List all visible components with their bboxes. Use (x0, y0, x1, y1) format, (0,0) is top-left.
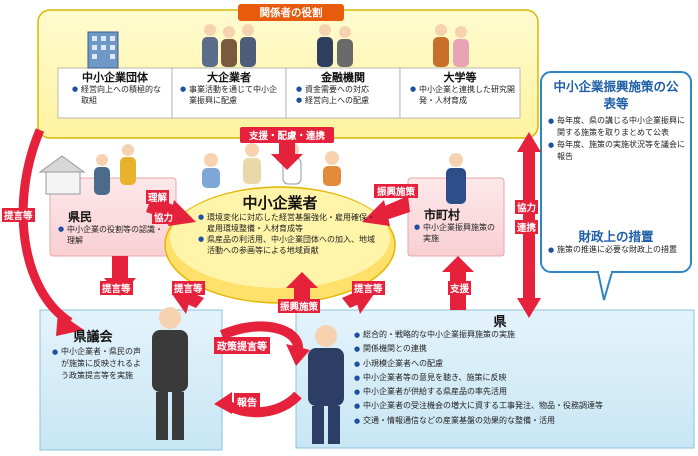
support-label: 支援 (448, 281, 472, 295)
understanding-label-2: 協力 (152, 210, 176, 224)
cooperation-label-2: 連携 (515, 220, 539, 234)
promotion-measures-bottom-label: 振興施策 (278, 299, 321, 313)
publication-bullets-1: 毎年度、県の講じる中小企業振興に関する施策を取りまとめて公表 毎年度、施策の実施… (548, 115, 686, 163)
proposal-right-label: 提言等 (352, 281, 385, 295)
stakeholder-bullets-4: 中小企業と連携した研究開発・人材育成 (410, 84, 518, 106)
promotion-measures-left-label: 振興施策 (374, 184, 419, 198)
citizens-people-icon (94, 144, 136, 195)
sme-people-icon (202, 143, 341, 188)
understanding-label-1: 理解 (146, 190, 170, 204)
stakeholder-name-4: 大学等 (443, 71, 477, 84)
bankers-icon (317, 24, 353, 67)
assembly-title: 県議会 (73, 330, 113, 345)
stakeholder-name-2: 大企業者 (207, 71, 251, 84)
stakeholder-bullets-2: 事業活動を通じて中小企業振興に配慮 (180, 84, 284, 106)
mayor-icon (446, 153, 466, 204)
stakeholder-header: 関係者の役割 (259, 7, 323, 19)
sme-bullets: 環境変化に対応した経営基盤強化・雇用確保・雇用環境整備・人材育成等 県産品の利活… (198, 212, 378, 256)
assembly-bullets: 中小企業者・県民の声が施策に反映されるよう政策提言等を実施 (52, 346, 148, 382)
house-icon (38, 155, 86, 195)
cooperation-label-1: 協力 (515, 200, 539, 214)
policy-proposal-label: 政策提言等 (214, 337, 270, 354)
assembly-member-icon (152, 307, 188, 440)
stakeholder-name-1: 中小企業団体 (82, 71, 148, 84)
stakeholder-name-3: 金融機関 (321, 71, 365, 84)
report-label: 報告 (234, 393, 260, 410)
building-icon (87, 31, 119, 69)
stakeholder-bullets-1: 経営向上への積極的な取組 (72, 84, 168, 106)
support-cooperation-label: 支援・配慮・連携 (240, 127, 334, 143)
citizens-bullets: 中小企業の役割等の認識・理解 (58, 224, 170, 246)
citizens-title: 県民 (67, 210, 92, 224)
publication-bullets-2: 施策の推進に必要な財政上の措置 (548, 244, 686, 256)
prefecture-officer-icon (308, 325, 344, 444)
stakeholder-header-bg (238, 4, 344, 21)
publication-title-2: 財政上の措置 (578, 229, 654, 244)
proposal-assembly-label: 提言等 (172, 281, 205, 295)
stakeholder-bullets-3: 資金需要への対応 経営向上への配慮 (296, 84, 396, 106)
prefecture-title: 県 (493, 315, 507, 330)
municipalities-title: 市町村 (423, 208, 460, 222)
proposal-left-label: 提言等 (2, 208, 35, 222)
proposal-mid-label: 提言等 (100, 281, 133, 295)
sme-title: 中小企業者 (242, 194, 318, 212)
university-icon (433, 24, 469, 67)
businessmen-icon (202, 24, 256, 67)
municipalities-bullets: 中小企業振興施策の実施 (414, 222, 502, 244)
prefecture-bullets: 総合的・戦略的な中小企業振興施策の実施 関係機関との連携 小規模企業者への配慮 … (354, 328, 692, 428)
publication-title-1: 中小企業振興施策の公表等 (553, 79, 679, 111)
